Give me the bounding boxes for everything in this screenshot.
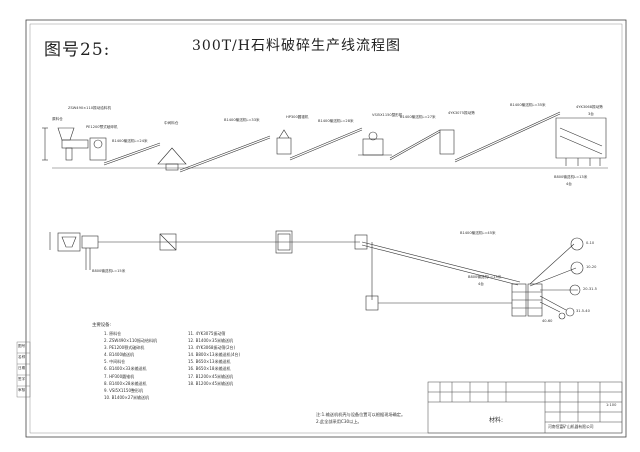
- conveyor-5: [454, 111, 561, 161]
- legend-item: 3. PE1200颚式破碎机: [104, 345, 145, 351]
- company-name: 河南恒富矿山机器有限公司: [548, 424, 594, 429]
- conveyor-4: [389, 129, 441, 159]
- legend-item: 7. HP300圆锥机: [104, 373, 135, 379]
- conveyor-1: [103, 142, 161, 164]
- jaw-flywheel: [93, 139, 103, 149]
- legend-item: 1. 原料仓: [104, 331, 122, 336]
- jaw-crusher: [89, 137, 107, 161]
- conveyor-3: [289, 127, 363, 159]
- label-stock-1: 0-10: [586, 241, 595, 245]
- legend-left: 1. 原料仓 2. ZSW490×110振动给料机 3. PE1200颚式破碎机…: [104, 330, 157, 401]
- legend-item: 8. B1400×28米输送机: [104, 380, 147, 386]
- radial-conveyor-1: [529, 243, 575, 285]
- plan-pile: [159, 233, 177, 251]
- plan-view: [49, 230, 584, 320]
- label-conveyor-1: B1400输送机L=24米: [112, 139, 148, 143]
- legend-right: 11. 4YK3075振动筛 12. B1400×35米输送机 13. 4YK3…: [188, 330, 240, 387]
- hopper: [57, 127, 75, 141]
- inner-border: [29, 23, 623, 434]
- vsi-crusher: [362, 138, 384, 156]
- cone-crusher: [276, 137, 292, 155]
- label-screen-2: 4YK3068振动筛: [576, 105, 603, 109]
- legend-item: 11. 4YK3075振动筛: [188, 331, 226, 336]
- legend-item: 4. B1400输送机: [104, 352, 135, 358]
- label-feeder: ZSW490×110振动给料机: [68, 106, 111, 110]
- legend-item: 6. B1400×33米输送机: [104, 366, 147, 372]
- title-block-frame: [427, 381, 623, 434]
- label-conveyor-3: B1400输送机L=28米: [318, 119, 354, 123]
- label-screen: 4YK3075振动筛: [448, 111, 475, 115]
- scale-text: 1:100: [606, 403, 617, 407]
- stockpile-circle-3: [569, 284, 581, 296]
- label-stock-4: 31.5-40: [576, 309, 590, 313]
- sheet-border: [25, 19, 627, 438]
- screen-1: [439, 129, 455, 155]
- pile-tunnel: [165, 163, 179, 171]
- side-label-5: 审核: [18, 388, 26, 392]
- legend-item: 18. B1200×45米输送机: [188, 380, 233, 386]
- legend-item: 16. B650×18米输送机: [188, 366, 231, 372]
- legend-item: 2. ZSW490×110振动给料机: [104, 338, 157, 344]
- conveyor-2: [179, 135, 271, 171]
- legend-item: 9. VSI5X1150整形机: [104, 387, 144, 393]
- feeder: [61, 139, 89, 149]
- footnote-line-1: 注:1.输送机机壳与设备位置可以根据现场确定。: [316, 412, 406, 417]
- label-pile: 中间料仓: [164, 121, 179, 125]
- margin-boxes: [16, 341, 31, 398]
- side-label-2: 名称: [18, 355, 26, 359]
- label-bin: 3台: [588, 112, 594, 116]
- plan-jaw: [81, 235, 99, 249]
- label-bottom-count: 4台: [566, 182, 572, 186]
- footnote-line-2: 2.此全部采用C30以上。: [316, 419, 362, 424]
- label-bottom: B800输送机L=13米: [554, 175, 588, 179]
- legend-item: 17. B1200×45米输送机: [188, 373, 233, 379]
- radial-conveyor-2: [529, 267, 577, 287]
- legend-item: 10. B1400×27米输送机: [104, 394, 149, 400]
- feeder-support: [65, 147, 73, 161]
- plan-cone: [275, 230, 293, 254]
- stockpile-circle-4: [565, 307, 575, 317]
- stockpile-circle-5: [558, 312, 566, 320]
- legend-item: 13. 4YK3068振动筛(2台): [188, 345, 236, 351]
- plan-conveyor-top: [361, 241, 521, 283]
- side-label-1: 图号: [18, 344, 26, 348]
- legend-item: 14. B800×13米输送机(4台): [188, 352, 241, 358]
- label-conveyor-4: B1400输送机L=27米: [400, 115, 436, 119]
- side-label-3: 日期: [18, 366, 26, 370]
- title-block: [427, 381, 623, 434]
- plan-vsi: [354, 234, 368, 250]
- footnote: 注:1.输送机机壳与设备位置可以根据现场确定。 2.此全部采用C30以上。: [316, 411, 405, 425]
- label-plan-mid-count: 4台: [478, 282, 484, 286]
- figure-number: 图号25:: [44, 40, 111, 60]
- label-stock-3: 20-31.5: [583, 287, 597, 291]
- diagram-title: 300T/H石料破碎生产线流程图: [192, 38, 401, 54]
- label-stock-2: 10-20: [586, 265, 597, 269]
- label-jaw: PE1200颚式破碎机: [86, 125, 118, 129]
- label-plan-mid-conveyor: B800输送机L=13米: [468, 275, 502, 279]
- radial-conveyor-4: [539, 295, 567, 311]
- label-plan-left-conveyor: B800输送机L=15米: [92, 269, 126, 273]
- label-conveyor-5: B1400输送机L=35米: [510, 103, 546, 107]
- screen-station: [555, 117, 607, 159]
- legend-item: 15. B650×13米输送机: [188, 359, 231, 365]
- stockpile-circle-1: [570, 237, 584, 251]
- label-hopper: 原料仓: [52, 117, 63, 121]
- stockpile-circle-2: [570, 261, 584, 275]
- stockpile: [157, 147, 187, 165]
- radial-conveyor-5: [539, 301, 561, 313]
- label-cone: HP300圆锥机: [286, 115, 309, 119]
- label-conveyor-2: B1400输送机L=33米: [224, 118, 260, 122]
- material-label: 材料:: [489, 417, 504, 424]
- label-vsi: VSI5X1150整形机: [372, 113, 403, 117]
- label-stock-5: 40-60: [542, 319, 553, 323]
- label-plan-top-conveyor: B1400输送机L=45米: [460, 231, 496, 235]
- side-label-4: 签字: [18, 377, 26, 381]
- legend-item: 12. B1400×35米输送机: [188, 338, 233, 344]
- legend-item: 5. 中间料仓: [104, 359, 126, 365]
- legend-heading: 主要设备:: [92, 323, 112, 328]
- plan-hopper: [57, 232, 81, 252]
- elevation-view: [42, 111, 608, 173]
